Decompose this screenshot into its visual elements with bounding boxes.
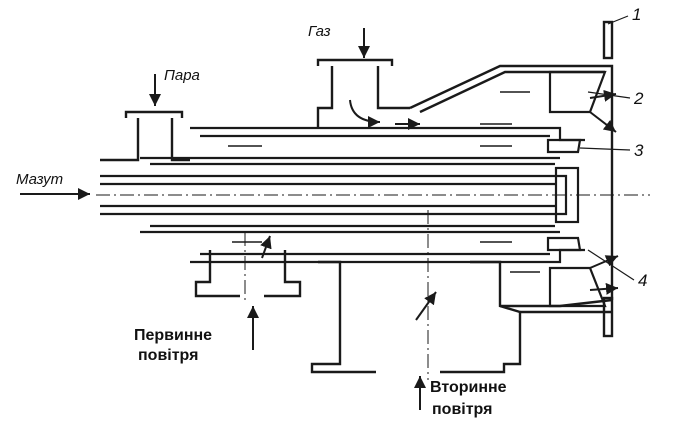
concentric-tubes: [100, 70, 607, 308]
flow-arrows: [20, 28, 619, 410]
fuel-oil-label: Мазут: [16, 171, 63, 188]
callout-4: 4: [638, 271, 647, 290]
callout-3: 3: [634, 141, 644, 160]
secondary-air-label-1: Вторинне: [430, 379, 507, 396]
gas-label: Газ: [308, 23, 331, 40]
primary-air-label-2: повітря: [138, 347, 198, 364]
secondary-air-label-2: повітря: [432, 401, 492, 418]
callout-2: 2: [633, 89, 644, 108]
steam-label: Пара: [164, 67, 200, 84]
callout-leaders: [579, 15, 635, 281]
primary-air-label-1: Первинне: [134, 327, 212, 344]
callout-1: 1: [632, 5, 641, 24]
